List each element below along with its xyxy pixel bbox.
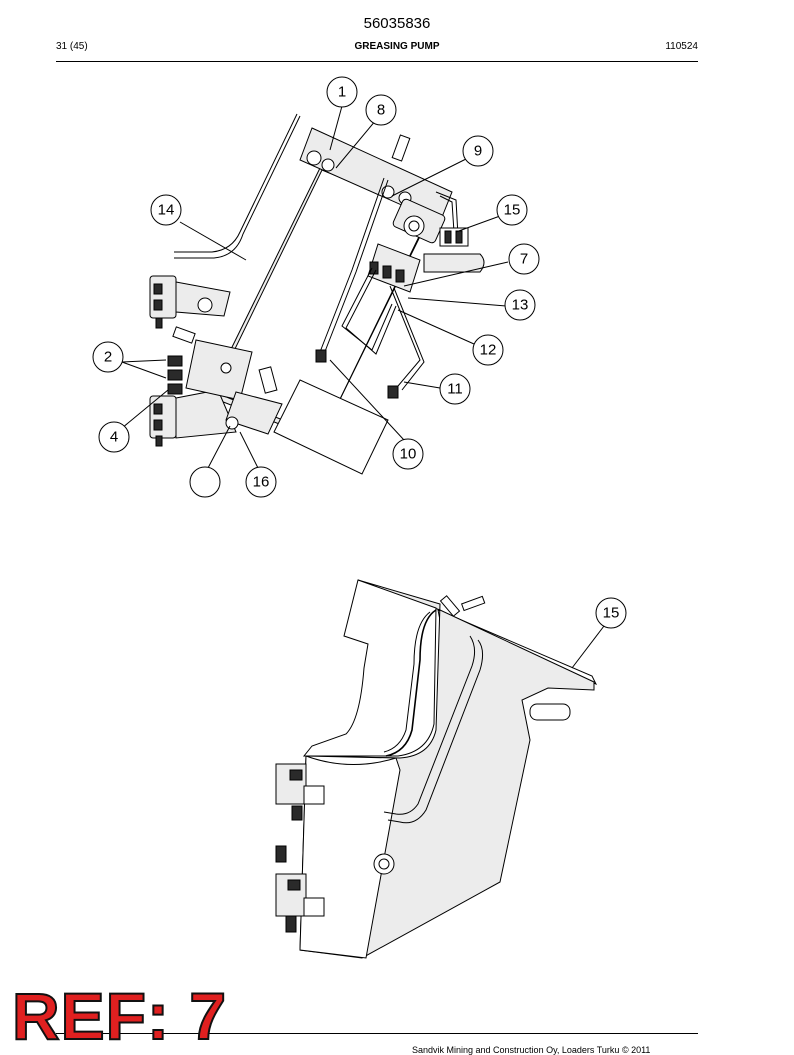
callout-11: 13 bbox=[504, 289, 536, 321]
callout-15: 16 bbox=[245, 466, 277, 498]
callout-2: 4 bbox=[98, 421, 130, 453]
footer-copyright: Sandvik Mining and Construction Oy, Load… bbox=[412, 1045, 651, 1055]
svg-text:1: 1 bbox=[338, 84, 346, 101]
svg-text:4: 4 bbox=[110, 429, 118, 446]
callout-5: 7 bbox=[508, 243, 540, 275]
document-number: 56035836 bbox=[363, 15, 431, 32]
callout-13: 15 bbox=[496, 194, 528, 226]
date-code: 110524 bbox=[665, 41, 698, 52]
pump-assembly-drawing bbox=[121, 105, 509, 475]
callout-9: 11 bbox=[439, 373, 471, 405]
svg-text:13: 13 bbox=[512, 297, 529, 314]
svg-text:10: 10 bbox=[400, 446, 417, 463]
svg-text:14: 14 bbox=[158, 202, 175, 219]
callout-8: 10 bbox=[392, 438, 424, 470]
header-rule bbox=[56, 61, 698, 62]
callout-6: 8 bbox=[365, 94, 397, 126]
svg-text:16: 16 bbox=[253, 474, 270, 491]
svg-text:2: 2 bbox=[104, 349, 112, 366]
svg-text:15: 15 bbox=[603, 605, 620, 622]
callout-14: 15 bbox=[595, 597, 627, 629]
bracket-assembly-drawing bbox=[275, 579, 605, 959]
ref-stamp: REF: 7 bbox=[11, 979, 228, 1053]
callout-1: 2 bbox=[92, 341, 124, 373]
svg-text:7: 7 bbox=[520, 251, 528, 268]
page-number: 31 (45) bbox=[56, 41, 88, 52]
callout-7: 9 bbox=[462, 135, 494, 167]
page-title: GREASING PUMP bbox=[354, 41, 440, 52]
callout-16 bbox=[189, 466, 221, 498]
callout-12: 14 bbox=[150, 194, 182, 226]
svg-text:8: 8 bbox=[377, 102, 385, 119]
svg-text:15: 15 bbox=[504, 202, 521, 219]
svg-text:9: 9 bbox=[474, 143, 482, 160]
svg-text:11: 11 bbox=[447, 381, 463, 398]
callout-10: 12 bbox=[472, 334, 504, 366]
footer-rule bbox=[56, 1033, 698, 1034]
callout-4: 1 bbox=[326, 76, 358, 108]
svg-text:12: 12 bbox=[480, 342, 497, 359]
